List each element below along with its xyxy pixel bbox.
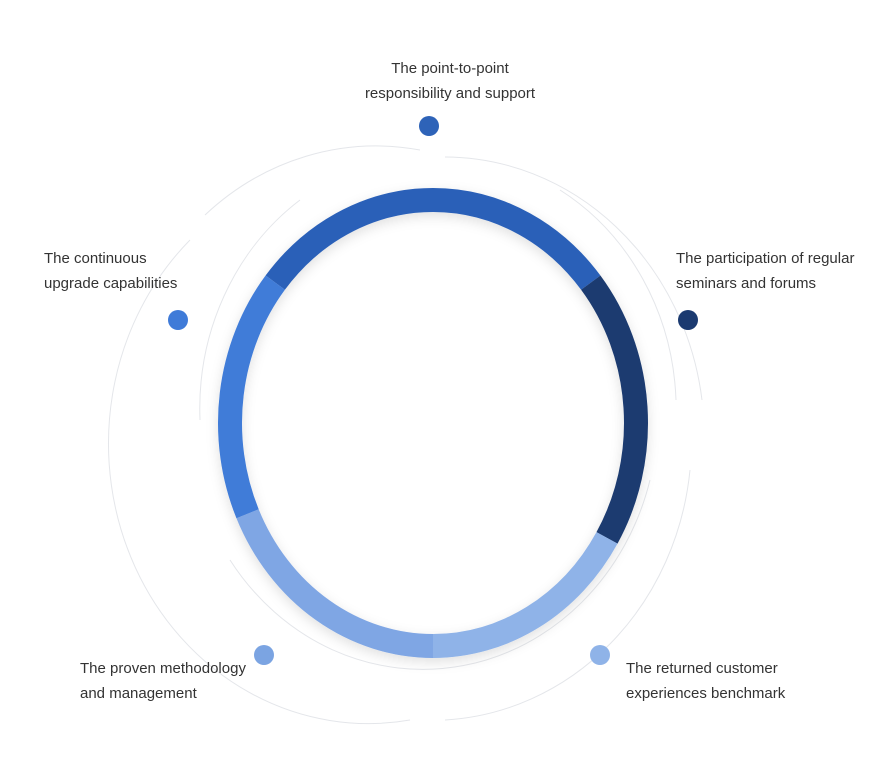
label-bottom-left-line-2: and management <box>80 685 197 702</box>
label-top-line-1: The point-to-point <box>391 60 509 77</box>
orbit-outer-left <box>108 239 411 725</box>
marker-dot-bottom-left <box>254 645 274 665</box>
ring-segment-bottom-left <box>236 509 434 658</box>
label-right-line-2: seminars and forums <box>676 275 817 292</box>
label-right: The participation of regular seminars an… <box>676 246 854 296</box>
marker-dot-top <box>419 116 439 136</box>
ring-segment-top <box>265 188 601 290</box>
main-ring <box>218 188 648 658</box>
ring-segment-bottom-right <box>432 532 618 658</box>
orbit-outer-top-right <box>444 156 703 401</box>
label-left: The continuous upgrade capabilities <box>44 246 177 296</box>
label-top: The point-to-point responsibility and su… <box>300 56 600 106</box>
marker-dot-right <box>678 310 698 330</box>
label-right-line-1: The participation of regular <box>676 250 855 267</box>
label-bottom-right-line-1: The returned customer <box>626 660 778 677</box>
label-bottom-right-line-2: experiences benchmark <box>626 685 786 702</box>
outer-orbits <box>108 145 703 725</box>
orbit-outer-bottom-right <box>444 469 691 721</box>
orbit-inner-left <box>199 199 301 421</box>
ring-segment-left <box>218 275 285 519</box>
label-top-line-2: responsibility and support <box>364 85 536 102</box>
marker-dot-bottom-right <box>590 645 610 665</box>
ring-segment-right <box>581 275 648 544</box>
label-left-line-2: upgrade capabilities <box>44 275 178 292</box>
orbit-inner-right <box>559 189 677 401</box>
orbit-outer-top-left <box>204 145 421 216</box>
label-bottom-left: The proven methodology and management <box>80 656 246 706</box>
orbit-inner-bottom <box>229 479 651 670</box>
label-left-line-1: The continuous <box>44 250 147 267</box>
label-bottom-right: The returned customer experiences benchm… <box>626 656 785 706</box>
label-bottom-left-line-1: The proven methodology <box>80 660 246 677</box>
marker-dot-left <box>168 310 188 330</box>
